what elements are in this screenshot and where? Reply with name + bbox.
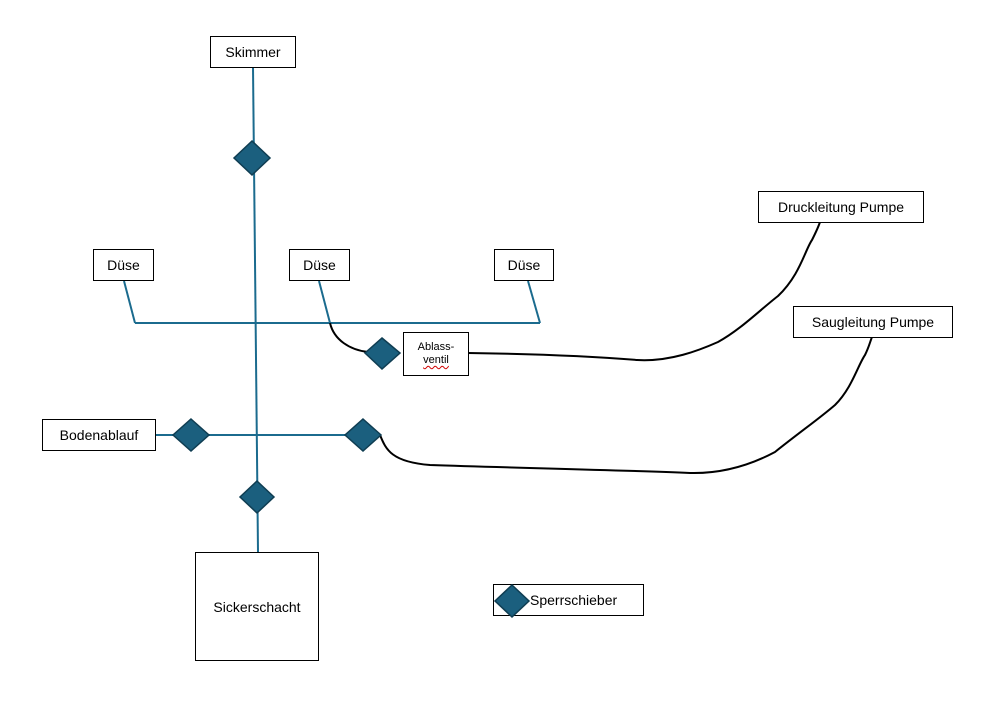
legend-box: Sperrschieber <box>493 584 644 616</box>
label-floor-drain: Bodenablauf <box>42 419 156 451</box>
valve-drain-outlet <box>363 337 402 371</box>
label-nozzle-right: Düse <box>494 249 554 281</box>
label-drain-valve-line2: ventil <box>423 354 449 366</box>
hose-pressure-line <box>467 221 821 362</box>
hose-suction-line <box>379 336 873 475</box>
label-nozzle-middle: Düse <box>289 249 350 281</box>
label-nozzle-left: Düse <box>93 249 154 281</box>
label-sump-pit: Sickerschacht <box>195 552 319 661</box>
valve-sump <box>238 479 276 515</box>
label-suction-line: Saugleitung Pumpe <box>793 306 953 338</box>
hose-drain-valve <box>329 322 369 353</box>
valve-suction <box>343 417 383 453</box>
valve-diamond-icon <box>493 583 531 619</box>
pipe-nozzle-left <box>123 280 136 324</box>
label-pressure-line: Druckleitung Pumpe <box>758 191 924 223</box>
pipe-nozzle-right <box>527 280 541 324</box>
pipe-nozzle-middle <box>318 280 331 324</box>
pipe-main-vertical <box>252 66 259 553</box>
label-drain-valve: Ablass- ventil <box>403 332 469 376</box>
valve-skimmer <box>232 139 272 177</box>
legend-label: Sperrschieber <box>530 592 618 608</box>
label-skimmer: Skimmer <box>210 36 296 68</box>
valve-floor-drain <box>171 417 211 453</box>
label-drain-valve-line1: Ablass- <box>417 341 455 353</box>
